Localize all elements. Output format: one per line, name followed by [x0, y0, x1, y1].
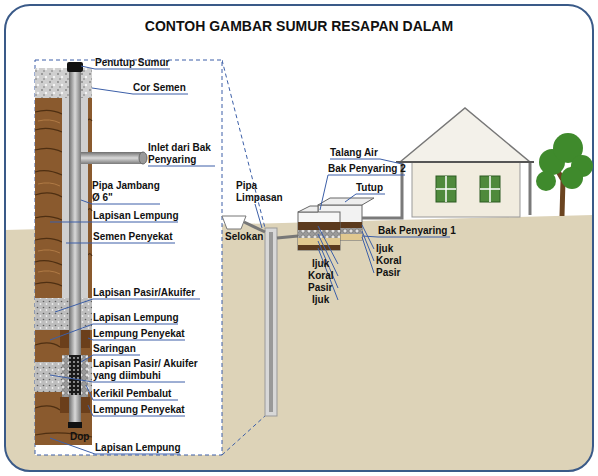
inlet-pipe [81, 152, 143, 164]
house-roof [400, 108, 530, 162]
tree-leaves [561, 167, 583, 189]
callout-label: Lapisan Lempung [93, 210, 179, 222]
callout-label: Bak Penyaring 1 [378, 225, 456, 237]
callout-label: Koral [376, 255, 402, 267]
wood-grain [38, 120, 60, 274]
callout-label: Pasir [376, 267, 400, 279]
clay-layer [35, 98, 92, 445]
well-small [265, 228, 277, 416]
leader-line [50, 438, 180, 454]
end-cap [68, 422, 82, 428]
leader-line [66, 243, 175, 244]
callout-label: Inlet dari Bak Penyaring [148, 142, 226, 166]
callout-label: Koral [308, 270, 334, 282]
gravel-pack [62, 355, 88, 397]
well-cover [67, 62, 83, 72]
window-frame [436, 176, 456, 202]
callout-label: Bak Penyaring 2 [328, 163, 406, 175]
callout-label: Dop [70, 431, 89, 443]
well-small-pipe [269, 232, 273, 412]
window [480, 176, 500, 202]
frame-bg [5, 5, 593, 471]
leader-line [88, 405, 185, 416]
window-frame [480, 176, 500, 202]
title: CONTOH GAMBAR SUMUR RESAPAN DALAM [0, 18, 598, 34]
callout-label: Lempung Penyekat [93, 404, 185, 416]
callout-label: Lapisan Lempung [93, 312, 179, 324]
detail-panel [35, 60, 222, 455]
leader-line [362, 236, 450, 237]
window [436, 176, 456, 202]
callout-label: Ijuk [376, 243, 393, 255]
connecting-pipe [277, 236, 298, 238]
aquifer-layer [35, 298, 92, 330]
callout-label: Ijuk [312, 294, 329, 306]
callout-label: Tutup [356, 182, 383, 194]
tree-leaves [536, 171, 556, 191]
house-wall [412, 162, 520, 217]
leader-line [362, 237, 374, 273]
callout-label: Pasir [308, 282, 332, 294]
well-screen [69, 355, 81, 395]
leader-line [320, 175, 405, 210]
callout-label: Talang Air [330, 147, 378, 159]
callout-label: Penutup Sumur [95, 57, 169, 69]
inlet-pipe-end [139, 152, 147, 164]
zoom-line [222, 416, 265, 455]
callout-label: Selokan [225, 231, 263, 243]
leader-line [345, 194, 385, 202]
callout-label: Saringan [93, 343, 136, 355]
leader-line [148, 166, 215, 167]
callout-label: Lapisan Pasir/Akuifer [93, 287, 195, 299]
well-pipe [69, 70, 81, 422]
leader-line [50, 222, 178, 223]
leader-line [86, 385, 178, 400]
callout-label: Lapisan Pasir/ Akuifer yang diimbuhi [93, 358, 208, 382]
callout-label: Pipa Jambang Ø 6" [92, 180, 168, 204]
callout-label: Ijuk [312, 258, 329, 270]
callout-label: Semen Penyekat [93, 231, 173, 243]
leader-line [255, 204, 262, 228]
downpipe [529, 162, 532, 215]
leader-line [55, 299, 200, 312]
cement-cap [35, 68, 92, 98]
callout-label: Cor Semen [133, 82, 186, 94]
callout-label: Lempung Penyekat [93, 328, 185, 340]
ditch [222, 216, 246, 229]
frame-border [5, 5, 593, 471]
tank-lid [298, 206, 318, 212]
callout-label: Kerikil Pembalut [93, 388, 171, 400]
callout-label: Pipa Limpasan [236, 180, 288, 204]
callout-label: Lapisan Lempung [95, 442, 181, 454]
gutter [396, 161, 534, 163]
